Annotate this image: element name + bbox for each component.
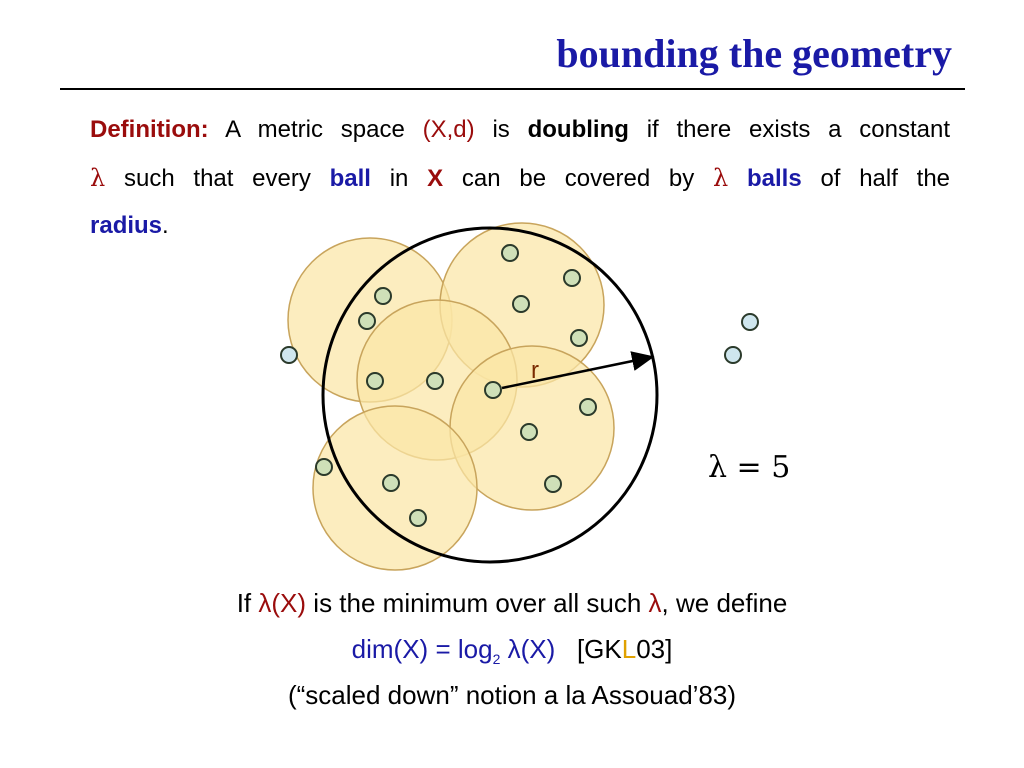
data-point <box>484 381 502 399</box>
data-point <box>570 329 588 347</box>
title-divider <box>60 88 965 90</box>
data-point <box>512 295 530 313</box>
data-points <box>280 244 759 527</box>
definition-line-3: radius. <box>90 212 950 240</box>
radius-label: r <box>531 357 539 384</box>
footer-text: , we define <box>661 588 788 618</box>
big-ball <box>321 226 659 564</box>
data-point <box>374 287 392 305</box>
def-text: A metric space <box>225 116 405 143</box>
outlier-point <box>724 346 742 364</box>
def-balls-term: balls <box>747 165 802 192</box>
footer-line-1: If λ(X) is the minimum over all such λ, … <box>0 588 1024 619</box>
def-text: such that every <box>123 165 311 192</box>
definition-label: Definition: <box>90 116 209 143</box>
data-point <box>366 372 384 390</box>
outlier-point <box>280 346 298 364</box>
footer-text: If <box>236 588 252 618</box>
data-point <box>315 458 333 476</box>
citation-open: [GK <box>576 634 622 664</box>
lambda-value: λ = 5 <box>708 450 790 485</box>
def-text: can be covered by <box>461 165 695 192</box>
data-point <box>409 509 427 527</box>
def-doubling-term: doubling <box>527 116 629 143</box>
def-lambda: λ <box>713 164 729 192</box>
data-point <box>579 398 597 416</box>
data-point <box>501 244 519 262</box>
data-point <box>426 372 444 390</box>
slide-title: bounding the geometry <box>556 31 952 76</box>
def-text: is <box>492 116 510 143</box>
citation-close: 03] <box>636 634 673 664</box>
dim-def: dim(X) = log2 λ(X) <box>351 634 556 668</box>
def-period: . <box>162 212 169 239</box>
footer-text: is the minimum over all such <box>313 588 642 618</box>
definition-line-1: Definition: A metric space (X,d) is doub… <box>90 116 950 144</box>
def-lambda: λ <box>90 164 106 192</box>
data-point <box>382 474 400 492</box>
data-point <box>563 269 581 287</box>
data-point <box>520 423 538 441</box>
log-base: 2 <box>492 651 501 668</box>
footer-line-3: (“scaled down” notion a la Assouad’83) <box>287 680 737 710</box>
def-text: in <box>389 165 409 192</box>
equals-sign: = <box>435 634 451 664</box>
dim-symbol: dim(X) <box>351 634 429 664</box>
footer-lambda: λ <box>648 588 662 618</box>
log-symbol: log <box>457 634 493 664</box>
def-ball-term: ball <box>329 165 371 192</box>
outlier-point <box>741 313 759 331</box>
data-point <box>358 312 376 330</box>
def-x-term: X <box>427 165 444 192</box>
def-text: of half the <box>820 165 951 192</box>
footer-line-2: dim(X) = log2 λ(X) [GKL03] <box>0 634 1024 667</box>
definition-line-2: λ such that every ball in X can be cover… <box>90 164 950 193</box>
data-point <box>544 475 562 493</box>
citation-highlight: L <box>621 634 637 664</box>
lambda-x: λ(X) <box>507 634 556 664</box>
citation: [GKL03] <box>577 634 672 664</box>
radius-arrow <box>501 351 655 390</box>
def-radius-term: radius <box>90 212 163 239</box>
footer-lambda-x: λ(X) <box>258 588 307 618</box>
def-text: if there exists a constant <box>646 116 951 143</box>
def-metric-space: (X,d) <box>422 116 475 143</box>
